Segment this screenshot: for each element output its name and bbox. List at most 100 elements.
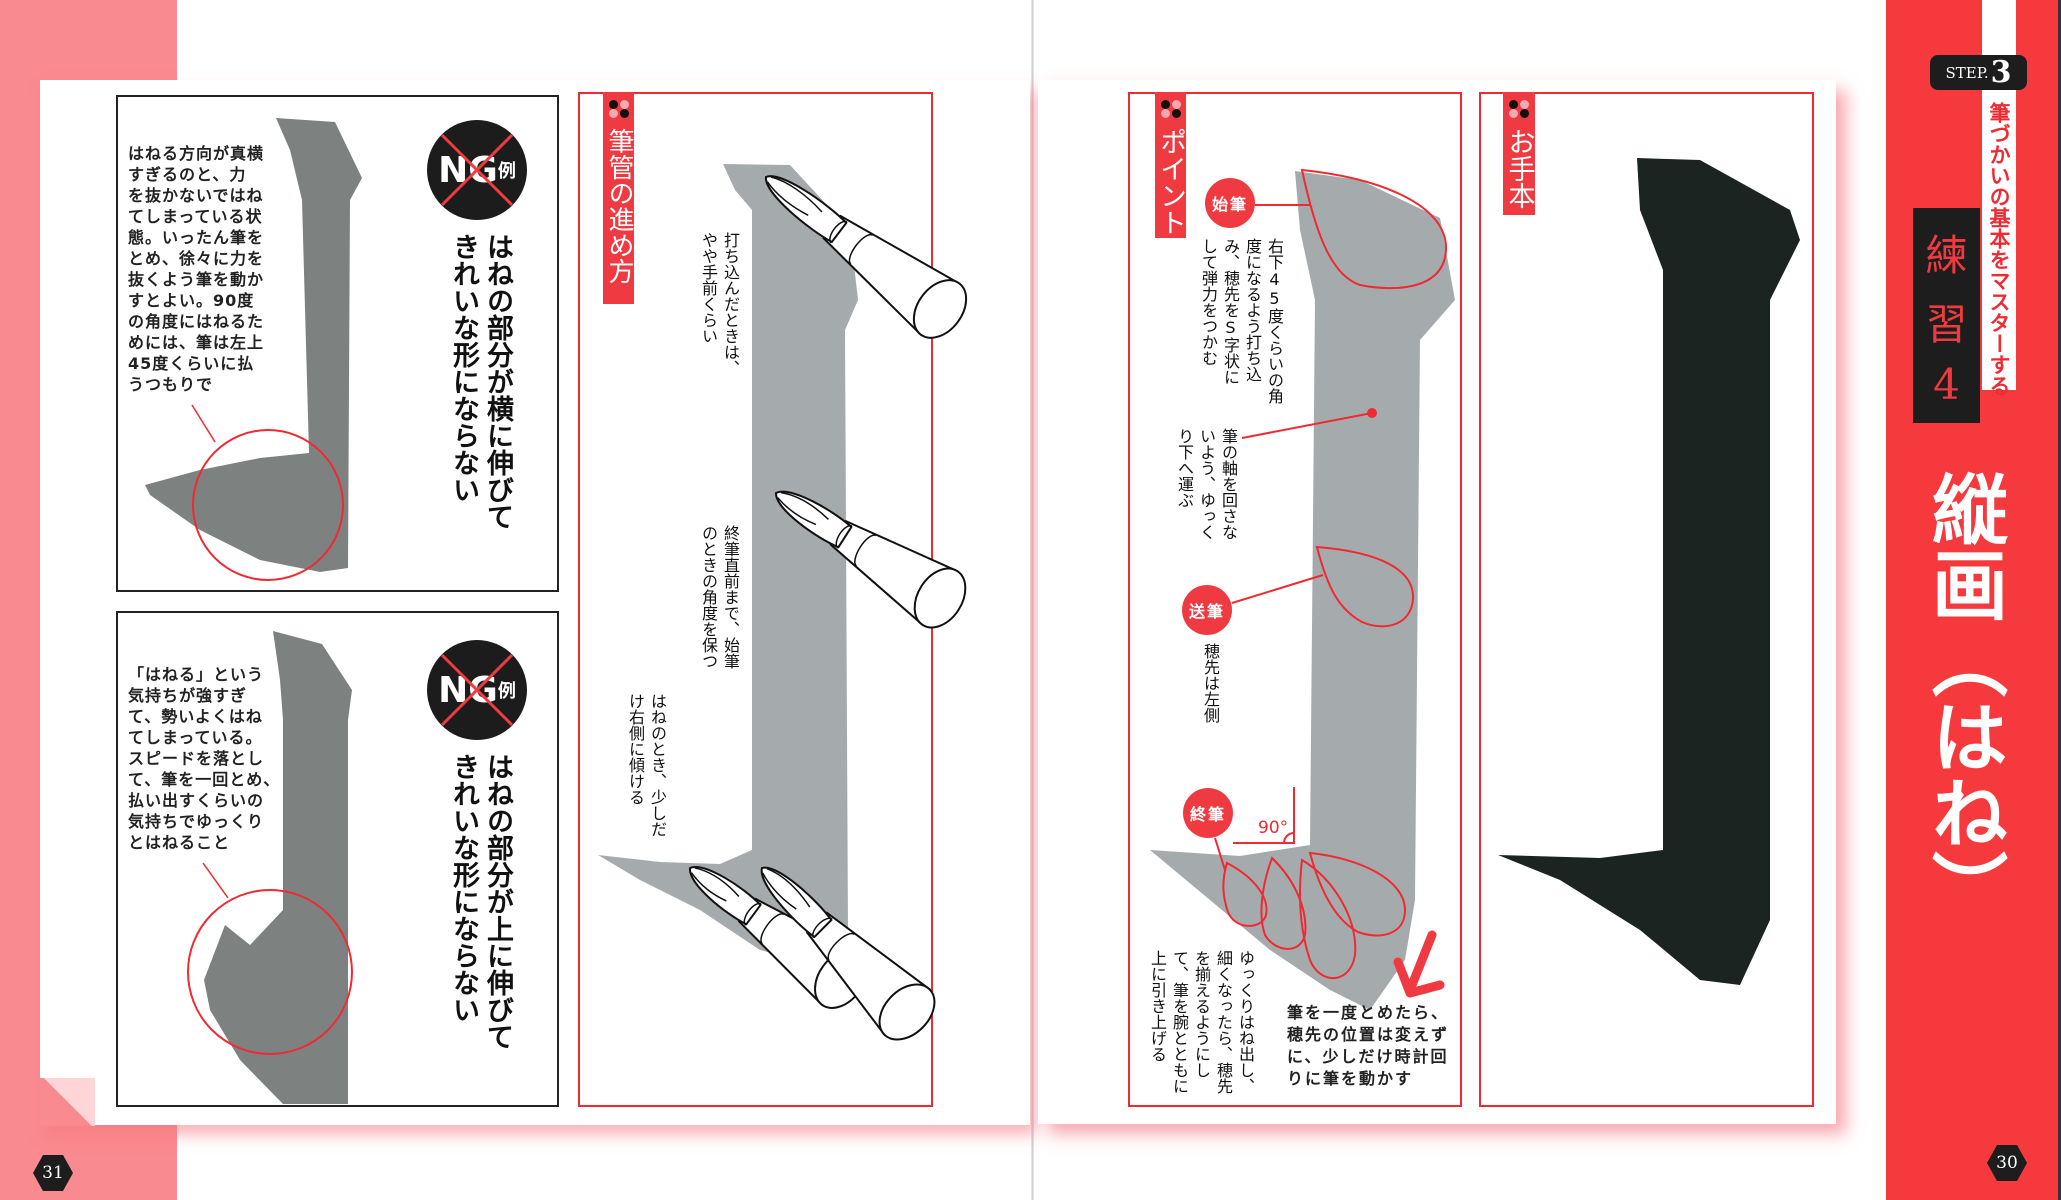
ng-stroke-1 — [145, 118, 362, 572]
folded-corner — [40, 1078, 95, 1126]
text-line: うつもりで — [128, 375, 214, 394]
brush-note-2: 終筆直前まで、始筆のときの角度を保つ — [697, 525, 741, 669]
arrow-icon — [1393, 930, 1445, 998]
right-angle-arc — [1283, 832, 1295, 844]
text-line: み、穂先をS字状に — [1221, 238, 1240, 385]
text-line: てしまっている。 — [128, 728, 263, 747]
send-callout-line — [1231, 574, 1324, 604]
text-line: スピードを落とし — [128, 749, 265, 768]
text-line: 穂先は左側 — [1201, 643, 1220, 723]
text-line: 右下45度くらいの角 — [1265, 238, 1284, 404]
step-badge: STEP.3 — [1930, 55, 2027, 90]
chapter-subtitle: 筆づかいの基本をマスターする — [1987, 102, 2011, 396]
text-line: して弾力をつかむ — [1199, 238, 1218, 366]
ng-heading-2: はねの部分が上に伸びてきれいな形にならない — [446, 753, 514, 1050]
text-line: 終筆直前まで、始筆 — [721, 525, 740, 669]
end-teardrop — [1308, 851, 1407, 937]
model-section-box — [1479, 92, 1814, 1107]
text-line: を抜かないではね — [128, 186, 264, 205]
brush-illustration — [760, 866, 936, 1041]
text-line: はねる方向が真横 — [128, 144, 265, 163]
start-stroke-label: 始筆 — [1205, 178, 1255, 228]
practice-char: 習 — [1925, 300, 1968, 349]
ng-badge-text: NG — [438, 669, 498, 711]
text-line: を揃えるようにし — [1192, 950, 1211, 1078]
text-line: はねのとき、少しだ — [648, 693, 667, 837]
text-line: ゆっくりはね出し、 — [1236, 950, 1255, 1094]
practice-badge: 練 習 4 — [1913, 208, 1980, 423]
ng-badge-suffix: 例 — [497, 681, 516, 702]
end-stroke-note: ゆっくりはね出し、細くなったら、穂先を揃えるようにして、筆を腕とともに上に引き上… — [1146, 950, 1256, 1094]
brush-illustration — [765, 175, 968, 339]
brush-note-1: 打ち込んだときは、やや手前くらい — [697, 232, 741, 376]
text-line: きれいな形にならない — [448, 233, 479, 503]
text-line: とめ、徐々に力を — [128, 249, 265, 268]
send-teardrop — [1315, 545, 1415, 628]
text-line: て、筆を一回とめ、 — [128, 770, 281, 789]
axis-dot — [1367, 408, 1377, 418]
model-stroke — [1498, 158, 1800, 985]
book-gutter — [1031, 0, 1034, 1200]
text-line: の角度にはねるた — [128, 312, 265, 331]
text-line: て、勢いよくはね — [128, 707, 263, 726]
flower-dots-icon — [1508, 100, 1530, 122]
text-line: 抜くよう筆を動か — [128, 270, 265, 289]
text-line: 細くなったら、穂先 — [1214, 950, 1233, 1094]
text-line: 度になるよう打ち込 — [1243, 238, 1262, 382]
start-stroke-note: 右下45度くらいの角度になるよう打ち込み、穂先をS字状にして弾力をつかむ — [1197, 238, 1285, 404]
end-teardrop — [1299, 858, 1357, 980]
step-number: 3 — [1990, 55, 2012, 90]
text-line: きれいな形にならない — [448, 753, 479, 1023]
callout-line-2 — [202, 862, 229, 899]
text-line: はねの部分が上に伸びて — [482, 753, 513, 1050]
text-line: やや手前くらい — [699, 232, 718, 344]
text-line: 払い出すくらいの — [128, 791, 265, 810]
text-line: 穂先の位置は変えず — [1287, 1025, 1450, 1044]
step-label: STEP. — [1945, 63, 1989, 82]
point-section-box — [1128, 92, 1462, 1107]
end-callout-line — [1214, 837, 1226, 871]
brush-path-stroke — [598, 164, 858, 966]
cross-icon — [440, 133, 514, 207]
send-stroke-label: 送筆 — [1182, 585, 1232, 635]
text-line: 筆を一度とめたら、 — [1287, 1003, 1450, 1022]
ng-example-box-1 — [116, 95, 559, 592]
text-line: 45度くらいに払 — [128, 354, 255, 373]
text-line: 筆の軸を回さな — [1219, 428, 1238, 540]
practice-number: 4 — [1933, 360, 1960, 409]
highlight-circle-2 — [187, 889, 353, 1055]
end-teardrop — [1260, 856, 1307, 950]
text-line: のときの角度を保つ — [699, 525, 718, 669]
end-teardrop — [1222, 861, 1268, 927]
text-line: すとよい。90度 — [128, 291, 255, 310]
ng-badge-suffix: 例 — [497, 161, 516, 182]
text-line: すぎるのと、力 — [128, 165, 247, 184]
text-line: て、筆を腕とともに — [1170, 950, 1189, 1094]
text-line: 上に引き上げる — [1148, 950, 1167, 1062]
model-section-title: お手本 — [1503, 128, 1535, 209]
text-line: 態。いったん筆を — [128, 228, 265, 247]
text-line: てしまっている状 — [128, 207, 263, 226]
chapter-sidebar — [1886, 0, 2061, 1200]
point-stroke — [1150, 171, 1455, 1010]
flower-dots-icon — [1160, 100, 1182, 122]
text-line: 打ち込んだときは、 — [721, 232, 740, 376]
text-line: け右側に傾ける — [626, 693, 645, 805]
text-line: めには、筆は左上 — [128, 333, 265, 352]
cross-icon — [440, 653, 514, 727]
point-section-title: ポイント — [1155, 128, 1186, 236]
model-section-tab: お手本 — [1503, 92, 1535, 215]
text-line: とはねること — [128, 833, 231, 852]
practice-char: 練 — [1925, 231, 1968, 280]
text-line: りに筆を動かす — [1287, 1069, 1414, 1088]
end-stroke-label: 終筆 — [1183, 788, 1233, 838]
right-angle-marker — [1233, 787, 1295, 844]
brush-illustration — [774, 490, 967, 629]
ng-stroke-2 — [204, 631, 352, 1104]
highlight-circle-1 — [192, 429, 344, 581]
text-line: に、少しだけ時計回 — [1287, 1047, 1449, 1066]
axis-callout-line — [1241, 412, 1373, 439]
end-stroke-horizontal-note: 筆を一度とめたら、穂先の位置は変えずに、少しだけ時計回りに筆を動かす — [1287, 1002, 1449, 1090]
brush-section-title: 筆管の進め方 — [604, 128, 634, 284]
